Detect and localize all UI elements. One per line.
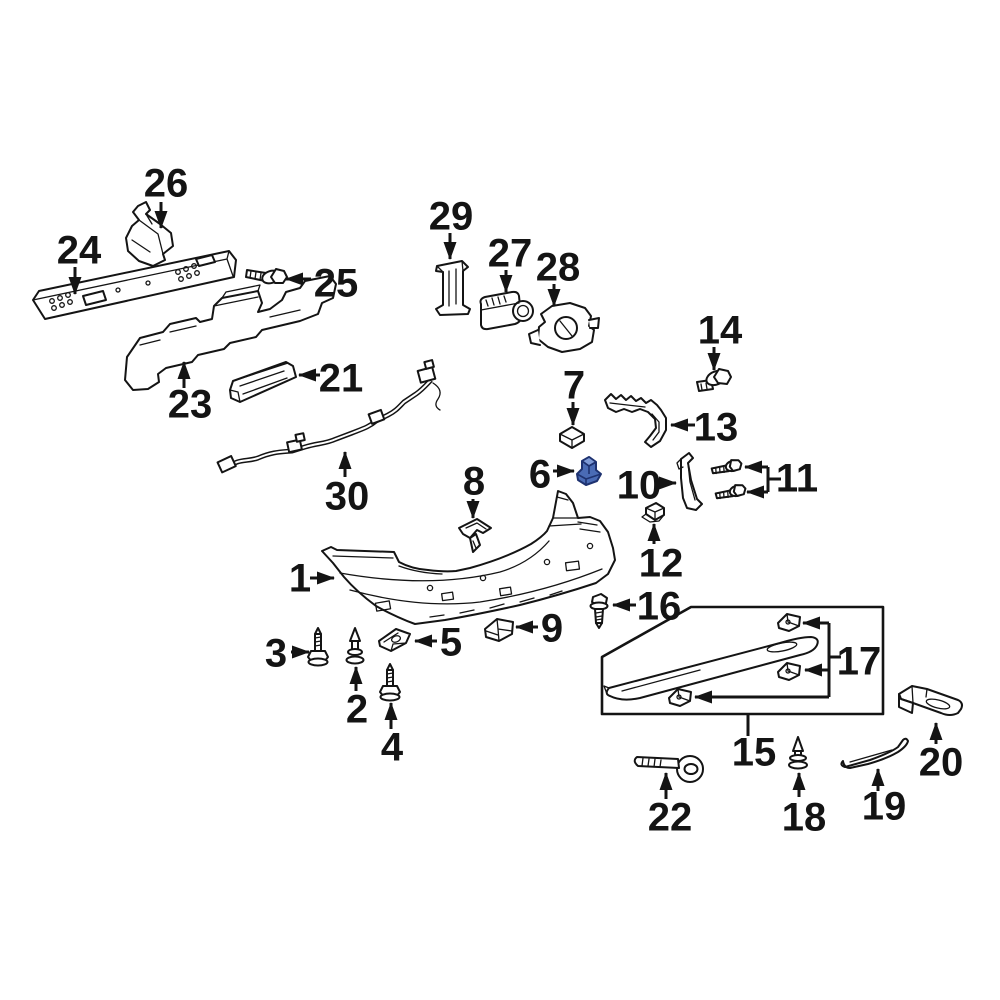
- part-number-label: 23: [168, 382, 213, 426]
- part-13-retainer: [604, 393, 667, 448]
- part-number-label: 12: [639, 541, 684, 585]
- part-21-absorber-pad: [229, 361, 297, 403]
- part-number-label: 11: [776, 456, 818, 500]
- part-18-clip: [788, 736, 808, 770]
- part-number-label: 8: [463, 459, 485, 503]
- part-11-bolts: [710, 459, 747, 500]
- part-number-label: 1: [289, 556, 311, 600]
- part-20-end-cap: [898, 685, 963, 716]
- callout-13: 13: [670, 405, 739, 449]
- callout-16: 16: [612, 584, 682, 628]
- part-number-label: 17: [837, 639, 882, 683]
- callout-10: 10: [617, 463, 677, 507]
- part-24-impact-bar: [32, 250, 237, 320]
- part-12-clip: [641, 502, 665, 523]
- part-number-label: 26: [144, 161, 189, 205]
- callout-14: 14: [698, 308, 743, 371]
- part-number-label: 3: [265, 631, 287, 675]
- callout-22: 22: [648, 772, 693, 839]
- part-number-label: 24: [57, 228, 102, 272]
- part-number-label: 9: [541, 606, 563, 650]
- callout-6: 6: [529, 452, 575, 496]
- part-number-label: 30: [325, 474, 370, 518]
- part-number-label: 5: [440, 620, 462, 664]
- part-number-label: 28: [536, 245, 581, 289]
- part-26-bracket: [125, 201, 174, 267]
- callout-21: 21: [298, 356, 364, 400]
- callout-1: 1: [289, 556, 335, 600]
- part-9-guide: [484, 618, 514, 642]
- callout-2: 2: [346, 666, 368, 731]
- part-number-label: 20: [919, 740, 964, 784]
- callout-27: 27: [488, 231, 533, 293]
- part-number-label: 18: [782, 795, 827, 839]
- callout-11: 11: [744, 456, 818, 500]
- part-8-bracket: [458, 518, 492, 553]
- callout-19: 19: [862, 768, 907, 828]
- part-number-label: 4: [381, 725, 404, 769]
- part-number-label: 15: [732, 730, 777, 774]
- part-1-bumper-cover: [321, 490, 616, 625]
- callout-4: 4: [381, 702, 404, 769]
- callout-18: 18: [782, 772, 827, 839]
- part-28-sensor-retainer: [528, 302, 600, 353]
- callout-8: 8: [463, 459, 485, 519]
- part-number-label: 14: [698, 308, 743, 352]
- callout-28: 28: [536, 245, 581, 307]
- part-number-label: 13: [694, 405, 739, 449]
- callout-29: 29: [429, 194, 474, 260]
- callout-12: 12: [639, 523, 684, 585]
- part-number-label: 6: [529, 452, 551, 496]
- part-number-label: 19: [862, 784, 907, 828]
- part-19-molding-end: [840, 737, 909, 769]
- part-29-bracket: [435, 260, 471, 316]
- part-14-bolt: [696, 368, 732, 392]
- part-22-tow-hook: [633, 755, 704, 783]
- callout-23: 23: [168, 361, 213, 426]
- part-4-screw: [379, 663, 401, 702]
- part-number-label: 16: [637, 584, 682, 628]
- callout-5: 5: [414, 620, 462, 664]
- part-16-bolt: [589, 593, 609, 629]
- part-27-park-sensor: [479, 290, 534, 331]
- part-5-bracket: [378, 628, 411, 652]
- callout-24: 24: [57, 228, 102, 295]
- part-number-label: 25: [314, 261, 359, 305]
- part-15-lower-molding: [603, 636, 819, 701]
- part-30-wire-harness: [216, 359, 441, 474]
- part-25-bolt: [245, 268, 288, 285]
- part-number-label: 21: [319, 356, 364, 400]
- part-10-side-support: [676, 452, 703, 511]
- part-3-screw: [307, 627, 329, 667]
- part-number-label: 27: [488, 231, 533, 275]
- part-7-clip: [559, 426, 585, 449]
- callout-30: 30: [325, 451, 370, 518]
- part-6-clip-highlighted: [576, 456, 602, 486]
- callout-15: 15: [732, 715, 777, 774]
- callout-20: 20: [919, 722, 964, 784]
- part-2-clip: [345, 627, 365, 665]
- part-number-label: 7: [563, 363, 585, 407]
- callout-7: 7: [563, 363, 585, 426]
- callout-3: 3: [265, 631, 310, 675]
- callout-17: 17: [694, 616, 882, 704]
- part-number-label: 29: [429, 194, 474, 238]
- part-number-label: 2: [346, 687, 368, 731]
- part-number-label: 22: [648, 795, 693, 839]
- callout-25: 25: [285, 261, 359, 305]
- callout-26: 26: [144, 161, 189, 229]
- callout-9: 9: [515, 606, 563, 650]
- part-number-label: 10: [617, 463, 662, 507]
